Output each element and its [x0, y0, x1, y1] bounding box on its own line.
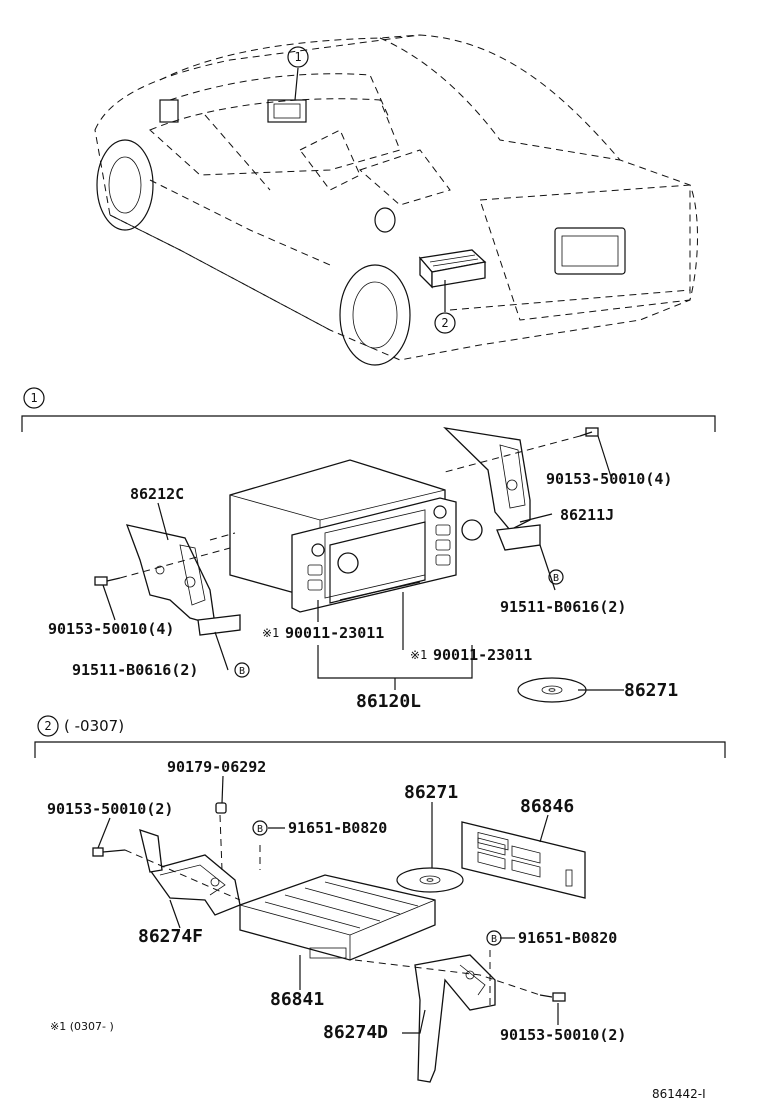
label-86212C: 86212C [130, 485, 184, 503]
label-86211J: 86211J [560, 506, 614, 524]
callout-1-car: 1 [287, 46, 309, 68]
assembly-lines-2 [124, 814, 541, 1010]
knob-cap-right [461, 519, 483, 541]
svg-text:B: B [257, 824, 263, 835]
section-1-frame: 1 [21, 387, 716, 432]
label-91511-left: 91511-B0616(2) [72, 661, 198, 679]
bracket-86274D [414, 954, 496, 1083]
svg-text:B: B [239, 666, 245, 677]
bracket-86274F [139, 829, 241, 916]
left-bracket-86212C [125, 524, 241, 636]
label-86271-sec1: 86271 [624, 680, 678, 701]
label-90153-right: 90153-50010(4) [546, 470, 672, 488]
section-2-range: ( -0307) [64, 717, 124, 735]
label-86846: 86846 [520, 796, 574, 817]
svg-text:2: 2 [441, 316, 448, 330]
label-90153-left: 90153-50010(4) [48, 620, 174, 638]
callout-2-car: 2 [434, 312, 456, 334]
label-90011-left: 90011-23011 [285, 624, 384, 642]
svg-text:1: 1 [30, 391, 37, 405]
label-86274D: 86274D [323, 1022, 388, 1043]
label-86271-sec2: 86271 [404, 782, 458, 803]
right-bracket-86211J [443, 427, 541, 551]
note-mark-right: ※1 [410, 648, 427, 662]
b-marker-top: B [252, 820, 268, 836]
screw-right-90153-sec2 [539, 992, 566, 1002]
label-86274F: 86274F [138, 926, 203, 947]
footnote: ※1 (0307- ) [50, 1020, 114, 1033]
knob-cap-left [337, 552, 359, 574]
label-91651-top: 91651-B0820 [288, 819, 387, 837]
svg-text:B: B [553, 573, 559, 584]
label-91651-right: 91651-B0820 [518, 929, 617, 947]
nav-head-unit [229, 459, 457, 613]
b-marker-right-sec2: B [486, 930, 502, 946]
dvd-disc-1 [517, 677, 587, 703]
face-panel-86846 [461, 821, 586, 899]
svg-text:1: 1 [294, 50, 301, 64]
label-90011-right: 90011-23011 [433, 646, 532, 664]
amplifier-86841 [239, 874, 436, 961]
b-marker-left: B [234, 662, 250, 678]
dvd-disc-2 [396, 867, 464, 893]
label-90153-right-sec2: 90153-50010(2) [500, 1026, 626, 1044]
screw-right-90153 [579, 427, 599, 437]
screw-left-90153 [94, 576, 121, 586]
svg-text:2: 2 [44, 719, 51, 733]
svg-text:B: B [491, 934, 497, 945]
leaders-1 [102, 435, 624, 691]
note-mark-left: ※1 [262, 626, 279, 640]
label-86841: 86841 [270, 989, 324, 1010]
screw-left-90153-sec2 [92, 847, 126, 857]
car-illustration [94, 34, 698, 366]
diagram-id: 861442-I [652, 1087, 706, 1101]
label-90179: 90179-06292 [167, 758, 266, 776]
label-91511-right: 91511-B0616(2) [500, 598, 626, 616]
label-90153-left-sec2: 90153-50010(2) [47, 800, 173, 818]
section-2-frame: 2 ( -0307) [34, 715, 726, 758]
b-marker-right: B [548, 569, 564, 585]
leaders-2 [97, 775, 559, 1034]
label-86120L: 86120L [356, 691, 421, 712]
nut-90179 [215, 802, 227, 814]
assembly-lines-1 [119, 435, 581, 579]
